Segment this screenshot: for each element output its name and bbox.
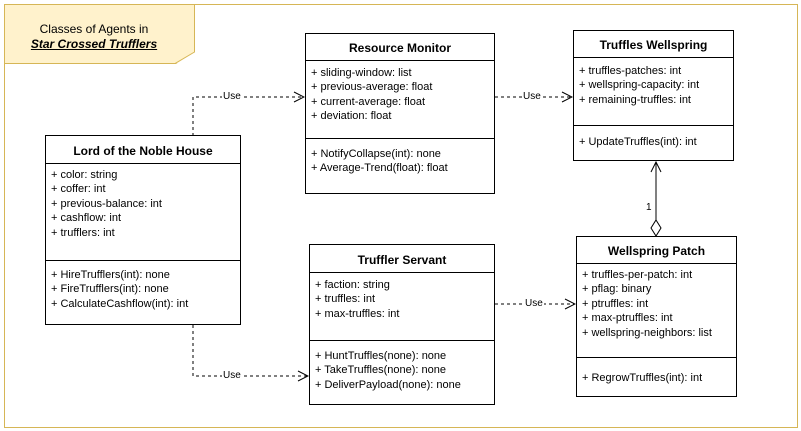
member-row: + Average-Trend(float): float [311,162,448,175]
member-row: + RegrowTruffles(int): int [582,372,703,384]
member-row: + deviation: float [311,110,392,123]
attribute-list: + truffles-patches: int + wellspring-capa… [579,64,729,107]
method-list: + NotifyCollapse(int): none + Average-Tre… [311,147,490,176]
member-row: + current-average: float [311,95,426,108]
header-divider [310,272,494,273]
member-row: + trufflers: int [51,226,115,239]
use-label-lord-monitor: Use [222,91,242,102]
header-divider [577,263,736,264]
member-row: + previous-balance: int [51,197,162,210]
member-row: + FireTrufflers(int): none [51,283,169,296]
class-truffler-servant[interactable]: Truffler Servant + faction: string + truf… [309,244,495,405]
member-row: + CalculateCashflow(int): int [51,297,189,310]
member-row: + HuntTruffles(none): none [315,350,447,362]
member-row: + max-truffles: int [315,307,400,320]
member-row: + UpdateTruffles(int): int [579,136,697,148]
aggregation-diamond [650,219,662,237]
member-row: + NotifyCollapse(int): none [311,148,441,160]
member-row: + truffles: int [315,293,376,306]
member-row: + ptruffles: int [582,297,649,310]
section-divider [574,125,733,126]
attribute-list: + color: string + coffer: int+ previous-b… [51,168,236,240]
use-label-servant-patch: Use [524,298,544,309]
method-list: + HireTrufflers(int): none + FireTruffler… [51,268,236,311]
attribute-list: + sliding-window: list + previous-average… [311,66,490,124]
member-row: + wellspring-capacity: int [579,79,700,92]
attribute-list: + truffles-per-patch: int + pflag: binary… [582,268,732,340]
use-edge-lord-monitor [192,97,304,136]
member-row: + truffles-patches: int [579,65,682,77]
use-edge-lord-servant [192,325,308,376]
member-row: + pflag: binary [582,283,652,296]
header-divider [574,57,733,58]
member-row: + HireTrufflers(int): none [51,269,170,281]
multiplicity-label: 1 [646,202,652,213]
attribute-list: + faction: string + truffles: int+ max-tr… [315,278,490,321]
title-line-1: Classes of Agents in [39,22,149,36]
class-lord-of-the-noble-house[interactable]: Lord of the Noble House + color: string+… [45,135,241,325]
section-divider [46,260,240,261]
member-row: + max-ptruffles: int [582,312,673,325]
member-row: + faction: string [315,279,390,291]
diagram-frame [4,4,798,428]
class-name: Truffles Wellspring [599,38,708,52]
member-row: + remaining-truffles: int [579,93,691,106]
section-divider [577,357,736,358]
method-list: + HuntTruffles(none): none + TakeTruffles… [315,349,490,392]
use-label-monitor-wellspring: Use [522,91,542,102]
class-name: Lord of the Noble House [73,144,213,158]
class-resource-monitor[interactable]: Resource Monitor + sliding-window: list+… [305,33,495,194]
member-row: + color: string [51,169,118,181]
member-row: + coffer: int [51,183,106,196]
member-row: + sliding-window: list [311,67,412,79]
member-row: + TakeTruffles(none): none [315,364,446,377]
use-label-lord-servant: Use [222,370,242,381]
member-row: + wellspring-neighbors: list [582,326,712,339]
member-row: + DeliverPayload(none): none [315,378,461,391]
member-row: + cashflow: int [51,212,122,225]
section-divider [310,340,494,341]
method-list: + RegrowTruffles(int): int [582,371,732,385]
method-list: + UpdateTruffles(int): int [579,135,729,149]
class-name: Truffler Servant [357,253,447,267]
class-wellspring-patch[interactable]: Wellspring Patch + truffles-per-patch: i… [576,236,737,397]
title-line-2: Star Crossed Trufflers [30,37,158,51]
header-divider [46,163,240,164]
member-row: + truffles-per-patch: int [582,269,693,281]
class-truffles-wellspring[interactable]: Truffles Wellspring + truffles-patches: … [573,30,734,161]
class-name: Wellspring Patch [607,244,706,258]
section-divider [306,138,494,139]
class-name: Resource Monitor [348,41,451,55]
header-divider [306,60,494,61]
member-row: + previous-average: float [311,81,433,94]
